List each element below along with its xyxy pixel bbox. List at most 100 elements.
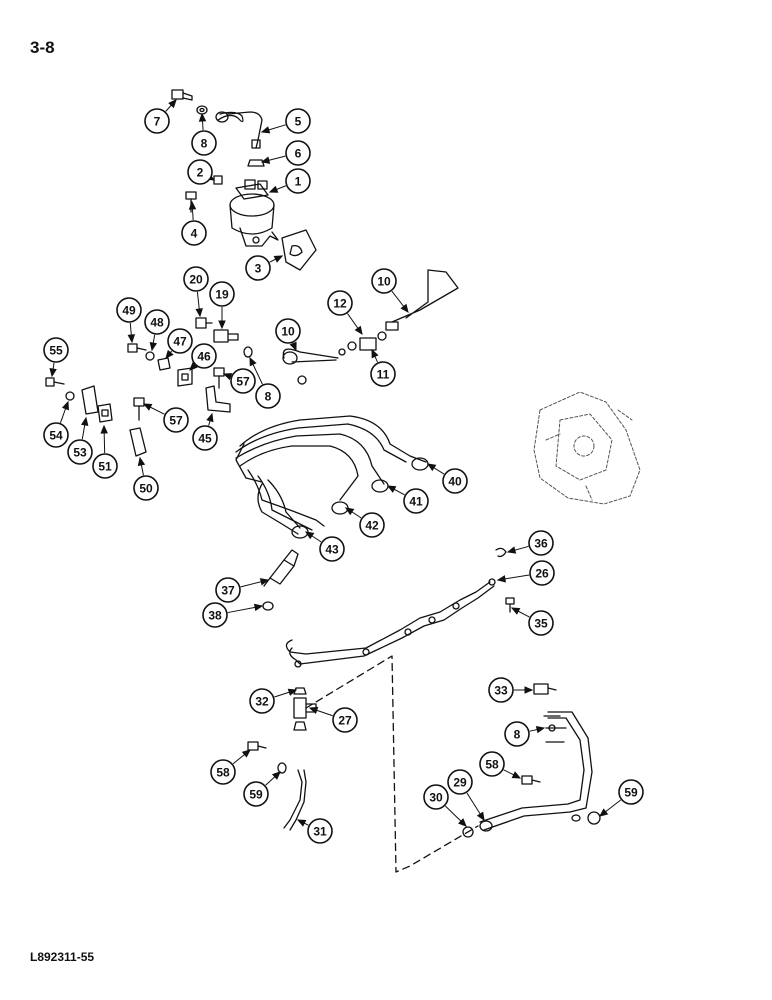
callout-label: 58: [216, 766, 230, 780]
callout-label: 5: [295, 115, 302, 129]
callout-4: 4: [181, 220, 207, 246]
leader-arrowhead: [476, 811, 485, 822]
leak-off-connectors: [294, 578, 496, 668]
callout-label: 3: [255, 262, 262, 276]
gasket-3: [281, 229, 317, 271]
fuel-pipe-10-upper: [391, 269, 459, 323]
callout-58: 58: [479, 751, 505, 777]
callout-19: 19: [209, 281, 235, 307]
callout-label: 57: [236, 375, 250, 389]
callout-58: 58: [210, 759, 236, 785]
leader-arrowhead: [598, 808, 609, 817]
fuel-lift-pump: [229, 179, 279, 247]
callout-circle: [423, 784, 449, 810]
pipe-31: [283, 769, 307, 831]
washer-48: [145, 351, 155, 361]
callout-label: 36: [534, 537, 548, 551]
callout-circle: [442, 468, 468, 494]
callout-59: 59: [243, 781, 269, 807]
callout-label: 48: [150, 316, 164, 330]
callout-circle: [618, 779, 644, 805]
leader-arrowhead: [49, 368, 57, 378]
injector-pipe-bundle: [235, 415, 429, 539]
leader-arrowhead: [137, 456, 146, 467]
callout-circle: [191, 343, 217, 369]
callout-circle: [249, 688, 275, 714]
callout-label: 29: [453, 776, 467, 790]
callout-label: 7: [154, 115, 161, 129]
callout-42: 42: [359, 512, 385, 538]
callout-53: 53: [67, 439, 93, 465]
leader-arrowhead: [524, 686, 534, 694]
leader-arrowhead: [271, 771, 281, 780]
callout-label: 2: [197, 166, 204, 180]
callout-circle: [163, 407, 189, 433]
callout-circle: [285, 108, 311, 134]
leader-arrowhead: [206, 412, 214, 423]
callout-circle: [528, 530, 554, 556]
callout-circle: [307, 818, 333, 844]
leader-arrowhead: [400, 303, 409, 314]
washer-54: [65, 391, 75, 401]
leader-arrowhead: [510, 607, 521, 615]
callout-2: 2: [187, 159, 213, 185]
callout-50: 50: [133, 475, 159, 501]
callout-circle: [144, 309, 170, 335]
callout-circle: [245, 255, 271, 281]
callout-label: 46: [197, 350, 211, 364]
screw-35: [505, 597, 515, 613]
callout-3: 3: [245, 255, 271, 281]
leader-arrowhead: [386, 485, 397, 493]
bolt-58: [247, 741, 267, 751]
bolt-57-lower: [133, 397, 145, 421]
callout-circle: [43, 337, 69, 363]
callout-label: 37: [221, 584, 235, 598]
leader-arrowhead: [371, 348, 379, 359]
pipe-fitting: [251, 139, 261, 149]
fuel-pipe-5: [217, 111, 263, 149]
nut-6: [247, 159, 265, 167]
callout-label: 47: [173, 335, 187, 349]
callout-circle: [209, 281, 235, 307]
callout-47: 47: [167, 328, 193, 354]
callout-51: 51: [92, 453, 118, 479]
callout-circle: [215, 577, 241, 603]
washer-59: [277, 762, 287, 774]
leader-arrowhead: [260, 126, 271, 134]
leader-arrowhead: [241, 749, 251, 758]
fittings-8: [543, 715, 567, 743]
leader-arrowhead: [259, 578, 270, 586]
callout-circle: [230, 368, 256, 394]
pipe-end-29: [479, 820, 493, 832]
banjo-eye-lower: [282, 351, 298, 365]
callout-27: 27: [332, 707, 358, 733]
callout-label: 26: [535, 567, 549, 581]
callout-label: 30: [429, 791, 443, 805]
callout-circle: [192, 425, 218, 451]
leader-arrowhead: [195, 308, 203, 318]
leader-arrowhead: [198, 112, 207, 122]
callout-32: 32: [249, 688, 275, 714]
callout-circle: [370, 361, 396, 387]
callout-20: 20: [183, 266, 209, 292]
callout-circle: [43, 422, 69, 448]
leader-arrowhead: [100, 424, 108, 434]
callout-55: 55: [43, 337, 69, 363]
callout-48: 48: [144, 309, 170, 335]
callout-circle: [183, 266, 209, 292]
callout-circle: [202, 602, 228, 628]
washer-8-right: [297, 375, 307, 385]
leader-arrowhead: [127, 334, 136, 344]
return-pipe-29: [479, 711, 593, 831]
banjo-eye: [215, 111, 229, 123]
leader-arrowhead: [149, 341, 158, 352]
callout-label: 19: [215, 288, 229, 302]
callout-circle: [327, 290, 353, 316]
callout-circle: [243, 781, 269, 807]
callout-label: 51: [98, 460, 112, 474]
callout-45: 45: [192, 425, 218, 451]
callout-label: 54: [49, 429, 63, 443]
fuel-pipe-10-lower: [282, 348, 339, 363]
callout-label: 40: [448, 475, 462, 489]
